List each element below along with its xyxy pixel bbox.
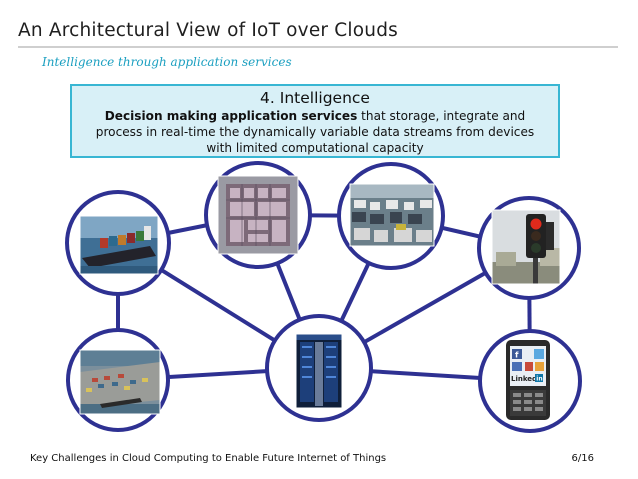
port-image <box>80 350 160 414</box>
app-icon <box>525 362 533 371</box>
cargo-ship-image <box>80 216 158 274</box>
slide-footer: Key Challenges in Cloud Computing to Ena… <box>30 453 386 464</box>
app-icon <box>535 362 544 371</box>
svg-text:f: f <box>515 351 519 360</box>
twitter-icon <box>534 349 544 359</box>
node-data-center <box>267 316 371 420</box>
node-traffic-light <box>479 198 579 298</box>
server-rack-image <box>296 334 342 408</box>
node-microchip <box>206 163 310 267</box>
node-traffic-jam <box>339 164 443 268</box>
app-icon <box>512 362 522 371</box>
microchip-image <box>218 176 298 254</box>
node-cargo-ship <box>67 192 169 294</box>
node-port <box>68 330 168 430</box>
linkedin-in-label: in <box>536 376 542 383</box>
linkedin-label: Linked <box>511 375 537 383</box>
traffic-light-image <box>492 210 560 284</box>
smartphone-image: f Linked in <box>506 340 550 420</box>
page-number: 6/16 <box>572 453 594 464</box>
traffic-jam-image <box>350 184 434 246</box>
node-smartphone: f Linked in <box>480 331 580 431</box>
